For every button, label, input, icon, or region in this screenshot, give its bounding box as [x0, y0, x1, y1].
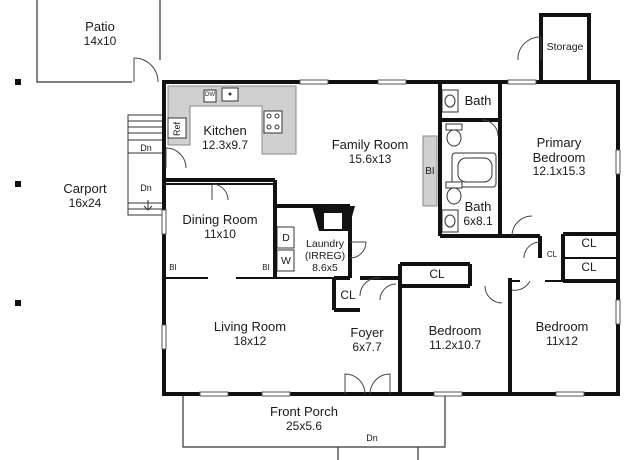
- bi-dining-marker: BI: [169, 263, 177, 272]
- storage-label: Storage: [543, 41, 587, 54]
- closet-foyer-marker: CL: [340, 288, 356, 302]
- room-name: Family Room: [331, 137, 409, 152]
- dn-step-marker: Dn: [140, 143, 152, 153]
- room-dims: 6x8.1: [463, 213, 493, 228]
- closet-hall-marker: CL: [546, 250, 558, 259]
- room-name: Patio: [85, 19, 115, 34]
- foyer-label: Foyer 6x7.7: [340, 325, 394, 354]
- room-name: Kitchen: [203, 123, 247, 138]
- front-porch-label: Front Porch 25x5.6: [254, 404, 354, 433]
- kitchen-label: Kitchen 12.3x9.7: [190, 123, 260, 152]
- bath-upper-label: Bath: [458, 93, 498, 109]
- room-name: Living Room: [213, 319, 287, 334]
- storage-door: [517, 36, 542, 61]
- living-room-label: Living Room 18x12: [200, 319, 300, 348]
- front-porch-outline: [182, 394, 446, 460]
- room-dims: 11.2x10.7: [429, 337, 481, 352]
- room-name: Primary Bedroom: [532, 135, 586, 165]
- room-dims: 25x5.6: [285, 418, 323, 433]
- carport-label: Carport 16x24: [50, 181, 120, 210]
- room-name: Bedroom: [428, 323, 482, 338]
- room-dims: 11x12: [546, 333, 578, 348]
- bath-lower-label: Bath 6x8.1: [456, 199, 500, 228]
- room-dims: 12.1x15.3: [532, 164, 586, 179]
- walls: [162, 80, 620, 396]
- patio-outline: [36, 0, 161, 83]
- laundry-label: Laundry (IRREG) 8.6x5: [298, 238, 352, 274]
- bath-fixtures: [441, 89, 497, 233]
- closet-right-marker: CL: [581, 236, 597, 250]
- room-name: Laundry (IRREG): [304, 238, 346, 262]
- fireplace: [312, 206, 355, 231]
- dining-room-label: Dining Room 11x10: [172, 212, 268, 241]
- room-dims: 14x10: [83, 33, 117, 48]
- closet-bedroom-marker: CL: [429, 267, 445, 281]
- dn-step-marker: Dn: [140, 183, 152, 193]
- patio-label: Patio 14x10: [70, 19, 130, 48]
- bi-family-marker: BI: [425, 166, 435, 177]
- room-name: Storage: [546, 41, 584, 53]
- room-dims: 6x7.7: [352, 339, 382, 354]
- room-dims: 12.3x9.7: [201, 137, 249, 152]
- bi-laundry-marker: BI: [262, 263, 270, 272]
- bedroom-right-label: Bedroom 11x12: [522, 319, 602, 348]
- room-name: Bath: [464, 93, 492, 108]
- dn-porch-marker: Dn: [366, 433, 378, 443]
- room-name: Bedroom: [535, 319, 589, 334]
- room-name: Front Porch: [270, 404, 338, 419]
- dw-marker: DW: [205, 92, 215, 98]
- room-dims: 15.6x13: [348, 151, 392, 166]
- room-dims: 18x12: [233, 333, 267, 348]
- room-dims: 16x24: [68, 195, 102, 210]
- room-name: Foyer: [350, 325, 384, 340]
- primary-bedroom-label: Primary Bedroom 12.1x15.3: [519, 135, 599, 179]
- patio-door: [133, 57, 159, 83]
- bedroom-mid-label: Bedroom 11.2x10.7: [412, 323, 498, 352]
- room-dims: 8.6x5: [312, 261, 338, 274]
- room-name: Carport: [63, 181, 107, 196]
- windows: [161, 79, 621, 397]
- side-steps: [127, 114, 166, 216]
- room-name: Dining Room: [182, 212, 258, 227]
- washer-marker: W: [281, 255, 291, 267]
- fp-marker: FP: [327, 206, 339, 215]
- built-in-family: [422, 135, 438, 207]
- room-dims: 11x10: [204, 226, 236, 241]
- interior-walls-thin: [164, 183, 618, 287]
- dryer-marker: D: [282, 232, 290, 244]
- carport-posts: [15, 79, 21, 306]
- ref-marker: Ref: [171, 122, 182, 137]
- doors: [165, 119, 541, 395]
- closet-right-marker: CL: [581, 260, 597, 274]
- family-room-label: Family Room 15.6x13: [322, 137, 418, 166]
- room-name: Bath: [464, 199, 492, 214]
- kitchen-counter: [167, 85, 297, 155]
